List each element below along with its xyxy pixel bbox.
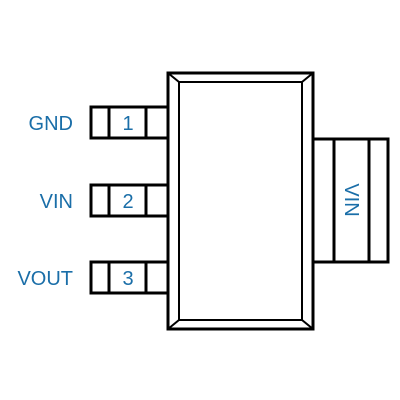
- tab-name: VIN: [340, 183, 362, 216]
- bevel-top-right: [301, 72, 314, 83]
- pin-3-number: 3: [122, 268, 133, 290]
- pin-1: [89, 105, 170, 140]
- bevel-top-left: [167, 72, 180, 83]
- pin-2: [89, 183, 170, 218]
- pin-2-number: 2: [122, 191, 133, 213]
- bevel-bottom-right: [301, 319, 314, 330]
- pin-2-lead: [89, 183, 170, 218]
- tab-lead: [313, 137, 390, 264]
- pin-3: [89, 260, 170, 295]
- pin-2-name: VIN: [40, 191, 73, 213]
- tab-outline: [313, 137, 390, 264]
- pin-1-name: GND: [29, 113, 73, 135]
- pin-1-number: 1: [122, 113, 133, 135]
- pin-3-name: VOUT: [17, 268, 73, 290]
- pin-1-lead: [89, 105, 170, 140]
- package-outer-outline: [166, 71, 315, 331]
- bevel-bottom-left: [167, 319, 180, 330]
- pin-3-lead: [89, 260, 170, 295]
- package-inner-outline: [178, 81, 303, 321]
- package-body: [166, 71, 315, 331]
